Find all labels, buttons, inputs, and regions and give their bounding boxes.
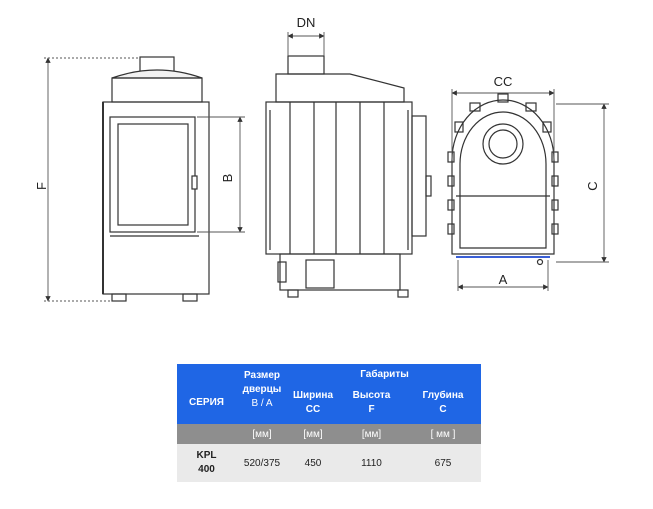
door-size-header: Размер дверцы B / A [236,364,288,424]
dim-label-a: A [499,272,508,287]
dim-label-b: B [220,174,235,183]
width-cell: 450 [288,444,338,482]
depth-header-line2: C [439,404,447,415]
height-header-line1: Высота [352,390,391,401]
unit-cell: [мм] [236,424,288,444]
width-header-line2: CC [305,404,321,415]
spec-table: СЕРИЯ Размер дверцы B / A Габариты Ширин… [177,364,481,482]
units-row: [мм] [мм] [мм] [ мм ] [177,424,481,444]
side-view [265,55,432,298]
unit-cell: [мм] [338,424,405,444]
depth-header: Глубина C [405,382,481,424]
height-cell: 1110 [338,444,405,482]
dimension-cc [451,89,555,160]
top-view [447,93,559,266]
depth-cell: 675 [405,444,481,482]
width-header: Ширина CC [288,382,338,424]
dimension-b [197,116,245,233]
unit-cell-empty [177,424,236,444]
dimensions-group-header: Габариты [360,369,409,380]
dim-label-cc: CC [494,74,513,89]
technical-drawing: F B DN [34,15,609,302]
door-size-cell: 520/375 [236,444,288,482]
dim-label-dn: DN [297,15,316,30]
series-line1: KPL [196,450,217,461]
dim-label-f: F [34,182,49,190]
dim-label-c: C [585,181,600,190]
series-cell: KPL 400 [177,444,236,482]
table-row: KPL 400 520/375 450 1110 675 [177,444,481,482]
height-header: Высота F [338,382,405,424]
door-header-line1: Размер [243,370,280,381]
unit-cell: [ мм ] [405,424,481,444]
door-header-line3: B / A [251,398,273,409]
height-header-line2: F [368,404,375,415]
dimension-c [556,103,609,263]
door-header-line2: дверцы [242,384,282,395]
unit-cell: [мм] [288,424,338,444]
series-line2: 400 [198,464,215,475]
width-header-line1: Ширина [292,390,334,401]
dimension-a [457,260,549,291]
depth-header-line1: Глубина [422,390,464,401]
front-view [102,56,210,302]
dimension-f [44,57,140,302]
dimension-dn [287,32,325,56]
series-header: СЕРИЯ [189,397,224,408]
